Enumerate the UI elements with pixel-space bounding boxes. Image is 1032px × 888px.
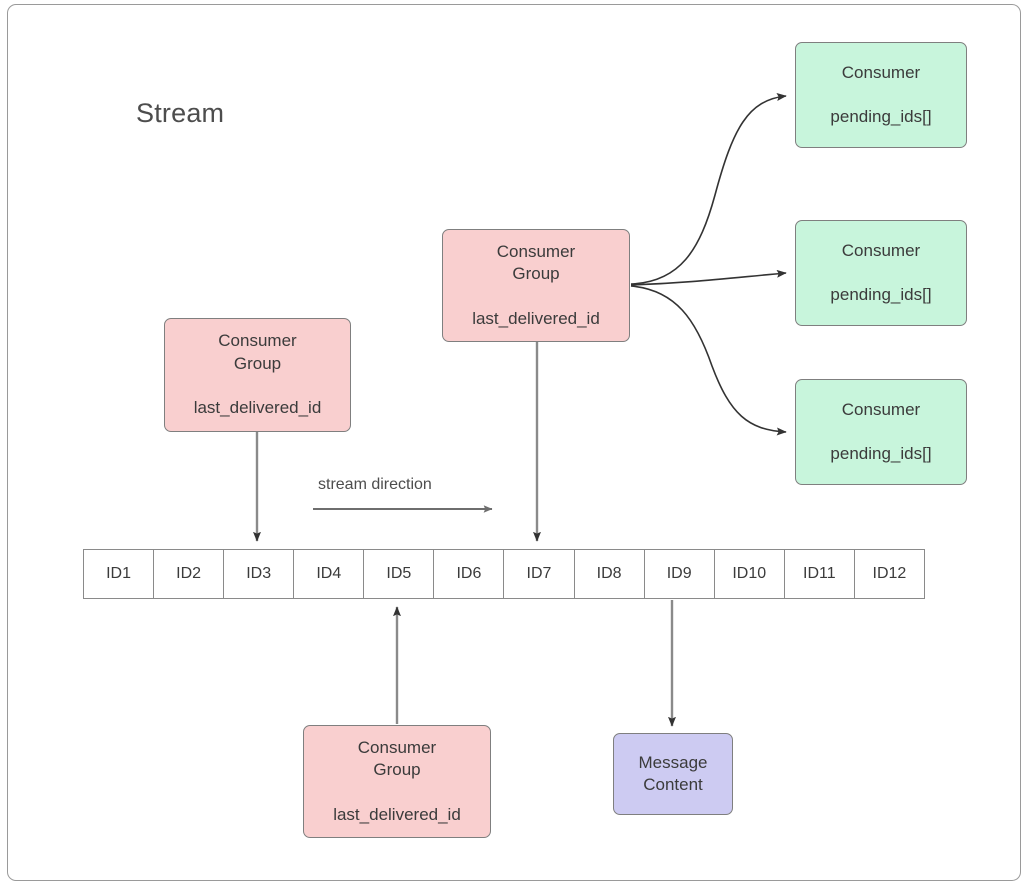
stream-cell[interactable]: ID12 xyxy=(872,565,907,582)
message-content-line2: Content xyxy=(643,775,703,794)
consumer-2[interactable]: Consumer pending_ids[] xyxy=(795,220,967,326)
consumer-1-field: pending_ids[] xyxy=(830,107,932,126)
consumer-group-center-field: last_delivered_id xyxy=(472,308,600,328)
stream-cell[interactable]: ID2 xyxy=(154,550,225,598)
consumer-group-left-field: last_delivered_id xyxy=(193,398,322,418)
consumer-group-center-title-line1: Consumer xyxy=(496,241,576,261)
consumer-group-bottom-field: last_delivered_id xyxy=(333,804,461,824)
consumer-group-bottom[interactable]: Consumer Group last_delivered_id xyxy=(303,725,491,838)
stream-cell[interactable]: ID6 xyxy=(434,550,505,598)
consumer-group-left[interactable]: Consumer Group last_delivered_id xyxy=(164,318,351,432)
message-content-node[interactable]: Message Content xyxy=(613,733,733,815)
consumer-group-bottom-title-line1: Consumer xyxy=(357,737,437,757)
stream-direction-label: stream direction xyxy=(318,476,432,493)
stream-cell[interactable]: ID5 xyxy=(364,550,435,598)
consumer-group-center[interactable]: Consumer Group last_delivered_id xyxy=(442,229,630,342)
consumer-2-title: Consumer xyxy=(841,240,921,260)
stream-cell[interactable]: ID7 xyxy=(504,550,575,598)
consumer-group-left-title-line2: Group xyxy=(233,353,282,373)
consumer-1[interactable]: Consumer pending_ids[] xyxy=(795,42,967,148)
stream-cell[interactable]: ID10 xyxy=(715,550,785,598)
stream-cell[interactable]: ID8 xyxy=(575,550,645,598)
stream-cell[interactable]: ID11 xyxy=(785,550,855,598)
consumer-1-title: Consumer xyxy=(841,62,921,82)
stream-cell[interactable]: ID9 xyxy=(645,550,715,598)
stream-cells-row: ID1 ID2 ID3 ID4 ID5 ID6 ID7 ID8 ID9 ID10… xyxy=(83,549,925,599)
consumer-group-bottom-title-line2: Group xyxy=(373,760,421,780)
consumer-3-title: Consumer xyxy=(841,399,921,419)
stream-cell[interactable]: ID4 xyxy=(294,550,365,598)
page-title: Stream xyxy=(136,98,225,128)
stream-cell[interactable]: ID3 xyxy=(224,550,295,598)
consumer-2-field: pending_ids[] xyxy=(830,285,932,304)
consumer-group-center-title-line2: Group xyxy=(512,264,560,284)
stream-cell[interactable]: ID1 xyxy=(84,550,155,598)
consumer-3[interactable]: Consumer pending_ids[] xyxy=(795,379,967,485)
consumer-3-field: pending_ids[] xyxy=(830,444,932,463)
message-content-line1: Message xyxy=(638,752,708,772)
consumer-group-left-title-line1: Consumer xyxy=(218,331,297,351)
